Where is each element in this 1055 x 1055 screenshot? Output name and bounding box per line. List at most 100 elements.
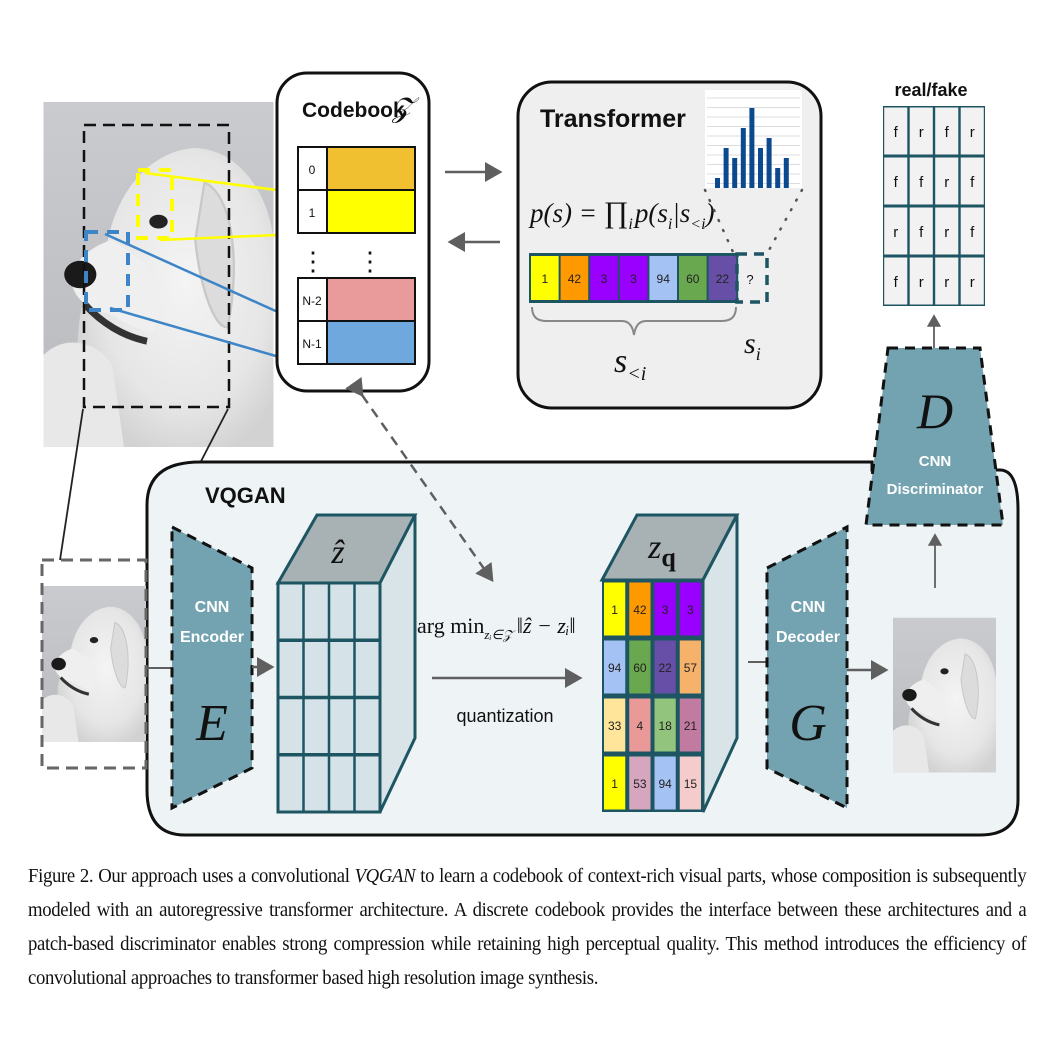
patch-blue-link <box>104 232 301 324</box>
discriminator-symbol: D <box>916 383 953 439</box>
zq-cell <box>604 698 626 752</box>
projection-dots <box>766 188 804 254</box>
histogram-bar <box>766 138 772 188</box>
codebook-entry <box>326 277 416 322</box>
zq-value: 15 <box>684 777 698 791</box>
histogram-bar <box>749 108 755 188</box>
realfake-label: r <box>919 274 924 291</box>
zq-value: 3 <box>662 603 669 617</box>
histogram-bar <box>783 158 789 188</box>
caption-text: to learn a codebook of context-rich visu… <box>28 866 1027 989</box>
projection-dots <box>703 188 735 254</box>
token-cell <box>708 256 737 300</box>
realfake-cell <box>884 257 908 305</box>
transformer-title: Transformer <box>540 105 686 133</box>
realfake-cell <box>884 207 908 255</box>
realfake-label: f <box>894 174 899 191</box>
histogram-bar <box>758 148 763 188</box>
zq-value: 21 <box>684 719 698 733</box>
zq-value: 3 <box>687 603 694 617</box>
codebook-index-cell <box>297 189 328 234</box>
discriminator-label: Discriminator <box>887 481 984 498</box>
vqgan-title: VQGAN <box>205 483 286 508</box>
codebook-title: Codebook <box>302 99 405 122</box>
zq-cell <box>629 582 651 636</box>
context-label: s<i <box>614 343 646 385</box>
z-hat-label: ẑ <box>330 534 345 571</box>
next-token-box <box>735 252 769 304</box>
discriminator-block <box>864 346 1005 527</box>
zq-label: zq <box>647 529 676 572</box>
realfake-cell <box>960 157 984 205</box>
svg-text:p(s) = ∏ip(si|s<i): p(s) = ∏ip(si|s<i) <box>528 196 715 233</box>
histogram-bar <box>715 178 720 188</box>
codebook-ellipsis: ⋮ <box>300 246 326 276</box>
realfake-label: f <box>919 174 924 191</box>
codebook-index-cell <box>297 146 328 191</box>
realfake-cell <box>960 107 984 155</box>
zq-cell <box>604 756 626 810</box>
caption-emphasis: VQGAN <box>354 866 416 887</box>
input-image <box>44 102 274 447</box>
token-value: 94 <box>657 272 671 286</box>
token-cell <box>531 256 559 300</box>
realfake-cell <box>884 107 908 155</box>
zq-cell <box>629 640 651 694</box>
vqgan-input-frame <box>40 558 148 770</box>
realfake-cell <box>909 107 933 155</box>
zq-cell <box>654 698 676 752</box>
figure-caption: Figure 2. Our approach uses a convolutio… <box>28 860 1027 996</box>
realfake-cell <box>935 257 959 305</box>
discriminator-label: CNN <box>919 453 952 470</box>
encoder-label: CNN <box>195 599 230 616</box>
codebook-index: 1 <box>309 206 316 220</box>
realfake-label: r <box>970 274 975 291</box>
token-value: 60 <box>686 272 700 286</box>
zq-value: 42 <box>633 603 647 617</box>
codebook-index: N-1 <box>302 337 322 351</box>
codebook-lookup-arrow <box>345 376 494 583</box>
codebook-entry <box>326 146 416 191</box>
realfake-label: f <box>894 274 899 291</box>
decoder-block <box>765 524 849 811</box>
zq-cell <box>629 698 651 752</box>
zq-value: 1 <box>611 777 618 791</box>
token-cell <box>619 256 648 300</box>
zq-value: 60 <box>633 661 647 675</box>
codebook-index: 0 <box>309 163 316 177</box>
realfake-label: r <box>944 274 949 291</box>
token-cell <box>649 256 677 300</box>
quantization-label: quantization <box>456 706 553 726</box>
histogram <box>715 108 789 188</box>
encoder-block <box>170 524 254 811</box>
token-value: 3 <box>630 272 637 286</box>
zq-cell <box>654 756 676 810</box>
zoom-line <box>59 408 84 561</box>
realfake-label: f <box>970 224 975 241</box>
zq-cell <box>679 756 701 810</box>
autoregressive-formula: p(s) = ∏ip(si|s<i) <box>528 196 715 233</box>
crop-region <box>82 123 231 409</box>
histogram-bar <box>732 158 738 188</box>
realfake-label: r <box>944 224 949 241</box>
token-cell <box>590 256 618 300</box>
patch-blue-link <box>109 306 301 365</box>
zq-value: 53 <box>633 777 647 791</box>
realfake-cell <box>909 157 933 205</box>
realfake-cell <box>960 207 984 255</box>
codebook-index: N-2 <box>302 294 322 308</box>
zq-value: 94 <box>608 661 622 675</box>
context-brace <box>531 306 737 336</box>
realfake-label: f <box>894 124 899 141</box>
zq-value: 18 <box>658 719 672 733</box>
codebook-entry <box>326 320 416 365</box>
encoder-symbol: E <box>195 695 228 752</box>
decoder-label: Decoder <box>776 629 840 646</box>
zq-cell <box>654 582 676 636</box>
zq-value: 33 <box>608 719 622 733</box>
vqgan-input-image <box>42 586 146 742</box>
patch-yellow <box>136 168 174 240</box>
token-value: 3 <box>601 272 608 286</box>
realfake-cell <box>884 157 908 205</box>
